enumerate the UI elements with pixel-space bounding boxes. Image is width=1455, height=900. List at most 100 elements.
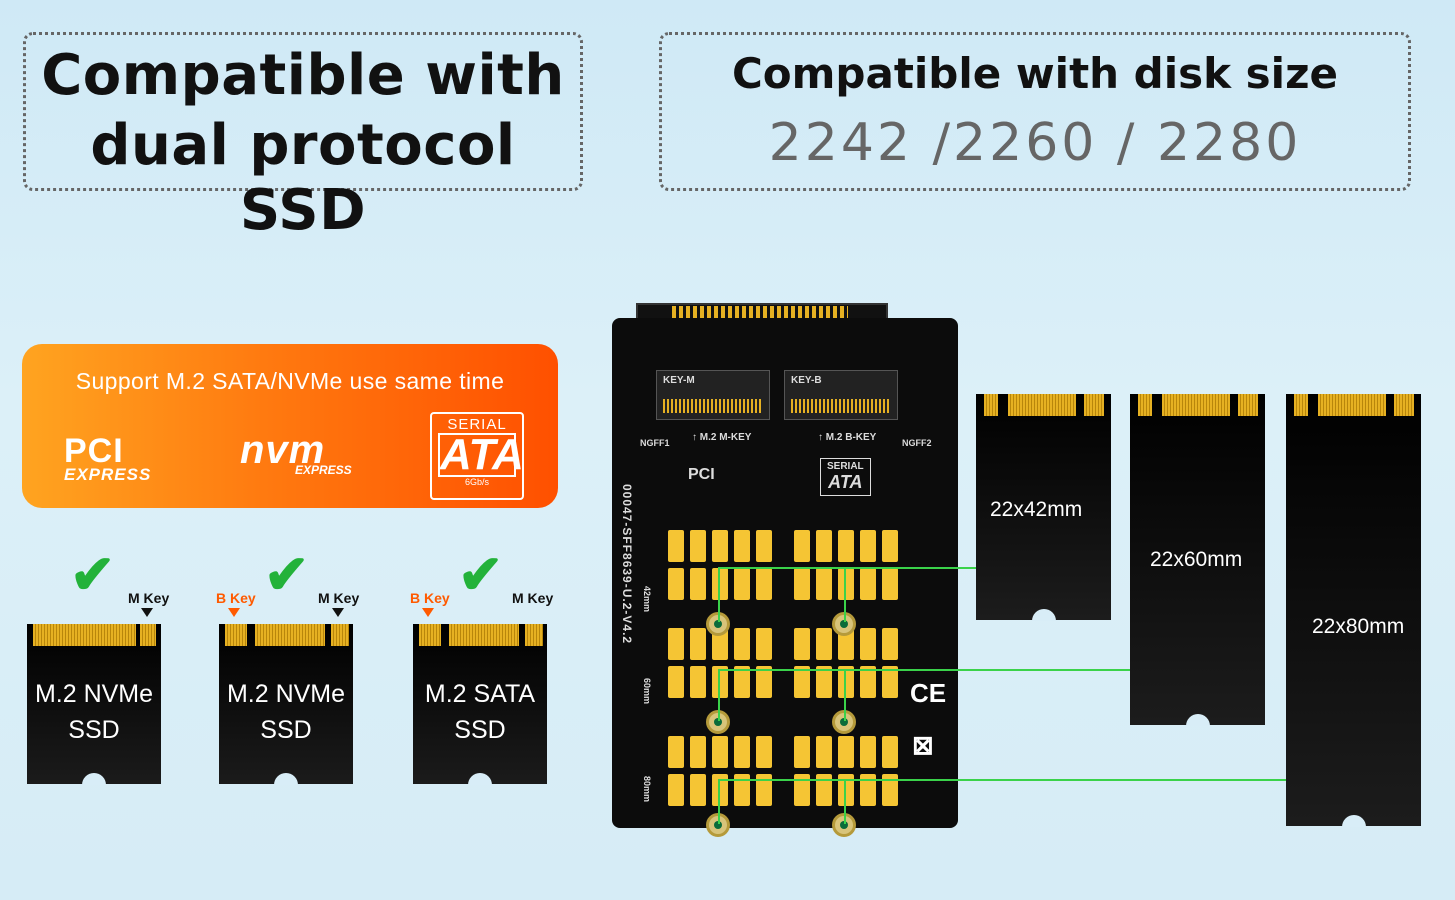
mount-hole-80-right (832, 813, 856, 837)
m-key-tag: M Key (318, 590, 360, 606)
pad-grid-right-80 (794, 736, 898, 806)
gold-contacts (1084, 394, 1104, 416)
adapter-board: KEY-M KEY-B ↑ M.2 M-KEY ↑ M.2 B-KEY NGFF… (612, 318, 958, 828)
gold-contacts (984, 394, 998, 416)
size-label: 22x42mm (990, 498, 1083, 521)
pad-grid-left-80 (668, 736, 772, 806)
header-left-line1: Compatible with (41, 43, 565, 108)
screw-notch (468, 773, 492, 785)
ssd-2280: 22x80mm (1286, 394, 1421, 827)
mount-hole-42-left (706, 612, 730, 636)
pci-logo-subtext: EXPRESS (64, 465, 152, 484)
pad-grid-right-42 (794, 530, 898, 600)
board-model: 00047-SFF8639-U.2-V4.2 (620, 484, 634, 645)
m-key-arrow-icon (141, 608, 153, 617)
ngff1-label: NGFF1 (640, 438, 670, 448)
nvm-logo-subtext: EXPRESS (295, 463, 352, 477)
pci-logo-text: PCI (64, 432, 124, 470)
gold-contacts (1294, 394, 1308, 416)
screw-notch (1032, 609, 1056, 621)
guide-line-60-right (844, 669, 846, 721)
gold-contacts (331, 624, 349, 646)
mark-42mm: 42mm (642, 586, 652, 613)
gold-contacts (255, 624, 325, 646)
bkey-label: ↑ M.2 B-KEY (818, 432, 877, 443)
m2-slot-left: KEY-M (656, 370, 770, 420)
nvm-express-logo: nvm EXPRESS (240, 428, 352, 477)
gold-contacts (1318, 394, 1386, 416)
mount-hole-80-left (706, 813, 730, 837)
check-icon: ✔ (70, 545, 116, 605)
mark-80mm: 80mm (642, 776, 652, 803)
support-banner-text: Support M.2 SATA/NVMe use same time (75, 368, 505, 394)
guide-line-80-right (844, 779, 846, 824)
slot-left-label: KEY-M (663, 375, 695, 386)
guide-line-42 (718, 567, 976, 569)
pad-grid-right-60 (794, 628, 898, 698)
pad-grid-left-60 (668, 628, 772, 698)
serial-ata-logo: SERIAL ATA 6Gb/s (430, 412, 524, 500)
header-right-line2: 2242 /2260 / 2280 (768, 113, 1302, 173)
size-label: 22x60mm (1150, 548, 1243, 571)
gold-contacts (419, 624, 441, 646)
support-banner: Support M.2 SATA/NVMe use same time PCI … (22, 344, 558, 508)
m-key-tag: M Key (512, 590, 554, 606)
slot-right-label: KEY-B (791, 375, 822, 386)
gold-contacts (1394, 394, 1414, 416)
sata-logo-ata: ATA (438, 430, 524, 479)
disk-size-box: Compatible with disk size 2242 /2260 / 2… (659, 32, 1411, 191)
b-key-tag: B Key (216, 590, 256, 606)
b-key-arrow-icon (422, 608, 434, 617)
m-key-arrow-icon (332, 608, 344, 617)
ssd-2242: 22x42mm (976, 394, 1111, 621)
guide-line-80 (718, 779, 1286, 781)
screw-notch (274, 773, 298, 785)
sata-logo-serial: SERIAL (447, 416, 507, 433)
guide-line-80-left (718, 779, 720, 824)
mkey-label: ↑ M.2 M-KEY (692, 432, 752, 443)
weee-bin-icon: ⊠ (912, 730, 934, 760)
mark-60mm: 60mm (642, 678, 652, 705)
gold-contacts (1138, 394, 1152, 416)
dual-protocol-box: Compatible with dual protocol SSD (23, 32, 583, 243)
screw-notch (1342, 815, 1366, 827)
gold-contacts (1008, 394, 1076, 416)
gold-contacts (1238, 394, 1258, 416)
ssd-2260: 22x60mm (1130, 394, 1265, 726)
b-key-arrow-icon (228, 608, 240, 617)
gold-contacts (449, 624, 519, 646)
sata-logo-speed: 6Gb/s (464, 477, 489, 487)
header-right-line1: Compatible with disk size (731, 49, 1339, 98)
gold-contacts (33, 624, 136, 646)
check-icon: ✔ (458, 545, 504, 605)
size-label: 22x80mm (1312, 615, 1405, 638)
ce-mark-icon: CE (910, 678, 947, 708)
gold-contacts (525, 624, 543, 646)
pci-mini-logo: PCI (688, 466, 715, 483)
gold-contacts (140, 624, 156, 646)
guide-line-60-left (718, 669, 720, 721)
screw-notch (1186, 714, 1210, 726)
screw-notch (82, 773, 106, 785)
b-key-tag: B Key (410, 590, 450, 606)
guide-line-42-right (844, 567, 846, 622)
gold-contacts (1162, 394, 1230, 416)
nvm-logo-text: nvm (240, 428, 326, 472)
pad-grid-left-42 (668, 530, 772, 600)
ngff2-label: NGFF2 (902, 438, 932, 448)
guide-line-60 (718, 669, 1130, 671)
guide-line-42-left (718, 567, 720, 622)
gold-contacts (225, 624, 247, 646)
header-left-line2: dual protocol SSD (90, 113, 516, 243)
m2-slot-right: KEY-B (784, 370, 898, 420)
m-key-tag: M Key (128, 590, 170, 606)
pci-express-logo: PCI EXPRESS (64, 432, 151, 485)
check-icon: ✔ (264, 545, 310, 605)
